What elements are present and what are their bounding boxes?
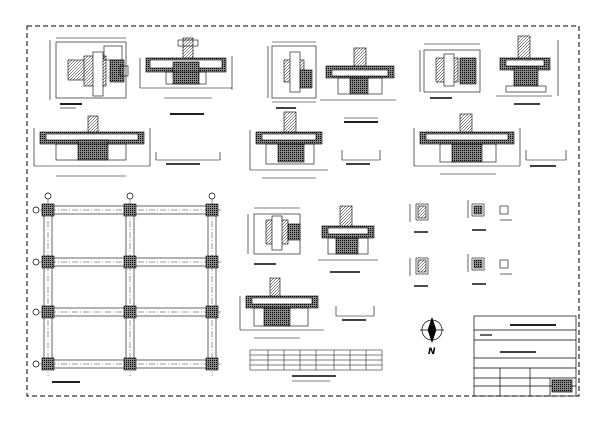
section-detail-4 [320, 47, 396, 123]
section-detail-9 [413, 113, 567, 175]
section-detail-6 [496, 35, 559, 105]
north-label: N [428, 347, 436, 357]
section-detail-2 [139, 37, 233, 115]
north-arrow-icon [420, 316, 444, 344]
sheet-border [26, 25, 580, 397]
rebar-details [409, 200, 512, 287]
section-plan-3 [267, 41, 317, 109]
section-detail-12 [239, 277, 375, 339]
title-block [473, 315, 577, 397]
legend-table [249, 349, 383, 382]
section-detail-7 [33, 115, 221, 177]
foundation-grid-plan [32, 192, 222, 383]
section-detail-11 [318, 205, 378, 273]
section-detail-8 [249, 111, 381, 179]
section-plan-10 [247, 207, 301, 265]
section-plan-5 [419, 43, 481, 99]
section-plan-1 [49, 37, 129, 109]
